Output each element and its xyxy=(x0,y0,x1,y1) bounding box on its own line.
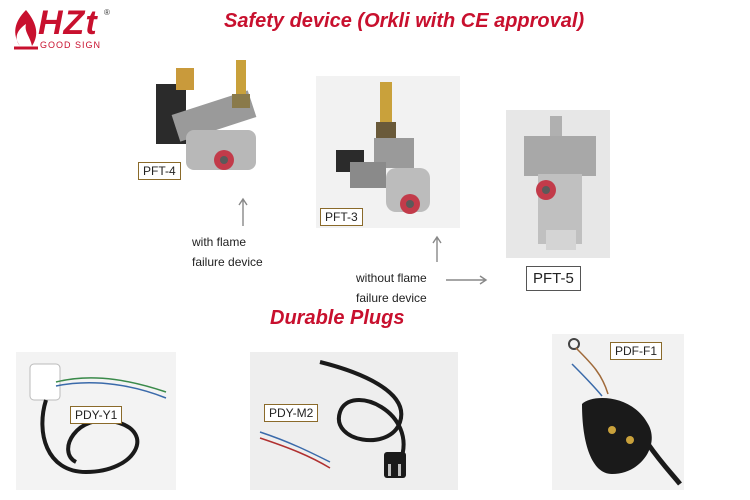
gas-valve-image xyxy=(336,82,430,214)
durable-plugs-heading: Durable Plugs xyxy=(270,307,405,329)
product-label-pft5: PFT-5 xyxy=(526,266,581,291)
product-label-pdyy1: PDY-Y1 xyxy=(70,406,123,424)
us-plug-image xyxy=(259,360,406,478)
note-line: without flame xyxy=(356,271,427,285)
logo-brand-text: HZt xyxy=(38,4,98,42)
note-line: with flame xyxy=(192,235,247,249)
pft3-photo: PFT-3 xyxy=(316,76,460,228)
product-label-pdym2: PDY-M2 xyxy=(264,404,319,422)
product-label-pdff1: PDF-F1 xyxy=(610,342,662,360)
pft5-photo xyxy=(506,110,610,258)
pft4-photo: PFT-4 xyxy=(134,54,280,184)
eu-plug-image xyxy=(568,338,682,486)
note-line: failure device xyxy=(192,255,263,269)
up-arrow-icon xyxy=(238,197,248,226)
without-flame-note: without flame failure device xyxy=(356,268,427,308)
gas-valve-image xyxy=(524,116,596,250)
flame-logo-icon xyxy=(14,10,38,50)
up-arrow-icon xyxy=(432,235,442,262)
safety-device-heading: Safety device (Orkli with CE approval) xyxy=(224,10,585,32)
product-label-pft3: PFT-3 xyxy=(320,208,363,226)
logo-tagline: GOOD SIGN xyxy=(40,40,102,50)
right-arrow-icon xyxy=(446,275,488,285)
gas-valve-image xyxy=(156,60,257,170)
pdyy1-photo: PDY-Y1 xyxy=(16,352,176,490)
pdff1-photo: PDF-F1 xyxy=(552,334,684,490)
brand-logo xyxy=(6,6,126,54)
pdym2-photo: PDY-M2 xyxy=(250,352,458,490)
uk-plug-image xyxy=(29,363,167,475)
product-label-pft4: PFT-4 xyxy=(138,162,181,180)
note-line: failure device xyxy=(356,291,427,305)
logo-registered-mark: ® xyxy=(104,8,110,17)
with-flame-note: with flame failure device xyxy=(192,232,263,272)
